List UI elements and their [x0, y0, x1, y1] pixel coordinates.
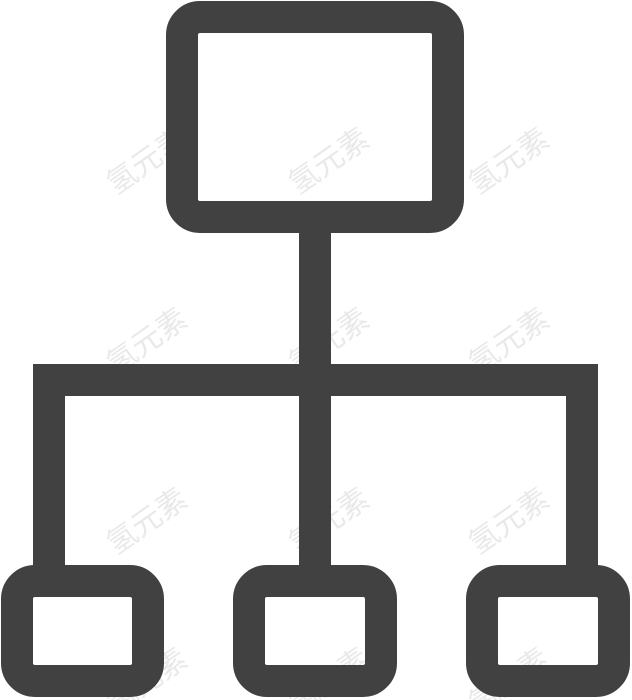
left-child-node-box — [1, 565, 164, 697]
watermark-text: 氢元素 — [282, 121, 376, 201]
watermark-text: 氢元素 — [462, 121, 556, 201]
watermark-text: 氢元素 — [462, 481, 556, 561]
watermark-text: 氢元素 — [100, 481, 194, 561]
middle-child-node-box — [233, 565, 397, 697]
right-child-node-box — [466, 565, 630, 697]
